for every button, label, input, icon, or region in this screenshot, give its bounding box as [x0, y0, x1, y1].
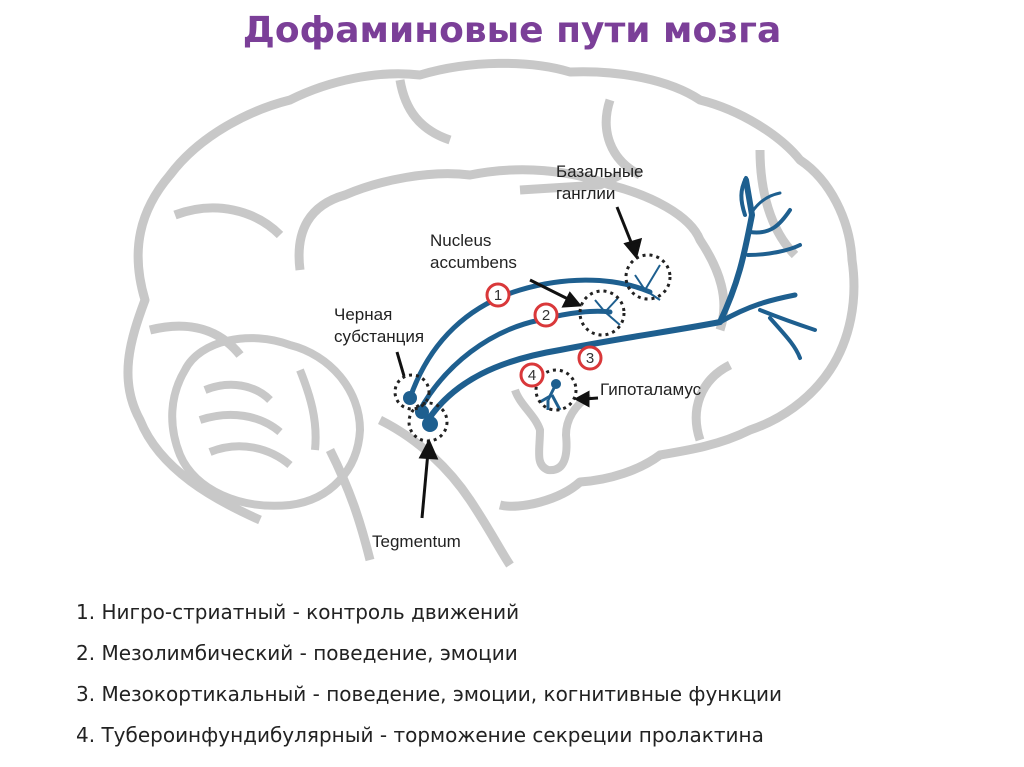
target-accumbens: [578, 289, 626, 337]
arrow-accumbens: [529, 278, 571, 302]
arrowhead-accumbens: [561, 291, 583, 308]
terminal-basal-ganglia: [634, 264, 661, 301]
marker-3: 3: [577, 345, 603, 371]
arrowhead-basal-ganglia: [623, 237, 643, 260]
pointer-arrows: [418, 206, 643, 519]
marker-ring: [519, 362, 545, 388]
brain-outline: [123, 58, 859, 568]
marker-ring: [577, 345, 603, 371]
arrow-basal-ganglia: [615, 206, 635, 248]
pathway-1-nigrostriatal: [407, 277, 653, 401]
label-tegmentum: Tegmentum: [372, 532, 461, 551]
neuron-body-1: [403, 391, 417, 405]
cerebellum-folia-4: [296, 368, 320, 451]
pathways: [407, 176, 817, 423]
marker-4: 4: [519, 362, 545, 388]
marker-number: 3: [586, 350, 594, 367]
legend-item: 1. Нигро-стриатный - контроль движений: [76, 600, 520, 624]
cortex-branch-a: [748, 208, 792, 235]
brainstem: [377, 415, 514, 568]
gyrus-fold-1: [173, 203, 284, 239]
cortex-inner-gyri: [294, 165, 729, 332]
marker-number: 2: [542, 307, 550, 324]
brainstem-back: [325, 447, 375, 562]
label-nucleus-accumbens-line1: Nucleus: [430, 231, 491, 250]
cerebellum-folia-3: [208, 442, 293, 469]
neuron-body-3: [422, 416, 438, 432]
neuron-bodies: [403, 379, 561, 432]
target-basal-ganglia: [624, 253, 672, 301]
legend-item: 3. Мезокортикальный - поведение, эмоции,…: [76, 682, 783, 706]
cortex-branch-d: [758, 308, 817, 332]
gyrus-fold-2: [148, 321, 244, 358]
marker-number: 4: [528, 367, 536, 384]
cerebellum-folia-1: [203, 380, 273, 403]
cortex-branch-f: [739, 176, 748, 217]
label-basal-ganglia-line1: Базальные: [556, 162, 644, 181]
label-basal-ganglia-line2: ганглии: [556, 184, 615, 203]
arrow-tegmentum: [420, 451, 430, 519]
marker-2: 2: [533, 302, 559, 328]
legend-item: 4. Тубероинфундибулярный - торможение се…: [76, 723, 764, 747]
arrow-substantia-nigra: [395, 351, 406, 377]
cortex-branch-c: [717, 292, 798, 325]
gyrus-fold-4: [601, 98, 643, 180]
gyrus-fold-3: [755, 149, 799, 259]
marker-ring: [533, 302, 559, 328]
cortex-branch-g: [750, 191, 782, 214]
label-substantia-nigra-line2: субстанция: [334, 327, 424, 346]
terminal-accumbens: [594, 297, 621, 326]
cortex-branch-main: [717, 177, 756, 325]
terminals: [594, 264, 661, 326]
page-title: Дофаминовые пути мозга: [242, 10, 782, 51]
arrowhead-tegmentum: [418, 438, 439, 460]
cortex-branch-b: [746, 243, 802, 257]
pathway-3-mesocortical: [425, 319, 723, 423]
corpus-callosum: [519, 170, 623, 195]
cerebellum-folia-2: [198, 410, 283, 436]
pathway-legend: 1. Нигро-стриатный - контроль движений 2…: [76, 592, 782, 756]
marker-number: 1: [494, 287, 502, 304]
label-hypothalamus: Гипоталамус: [600, 380, 702, 399]
arrowhead-hypothalamus: [573, 390, 590, 408]
legend-item: 2. Мезолимбический - поведение, эмоции: [76, 641, 518, 665]
marker-ring: [485, 282, 511, 308]
target-hypothalamus: [534, 368, 578, 412]
pituitary-outline: [511, 388, 593, 475]
pathway-2-mesolimbic: [417, 308, 613, 413]
brain-diagram: 1 2 3 4 Базальные ганглии Nucleus accumb…: [123, 58, 859, 568]
label-nucleus-accumbens-line2: accumbens: [430, 253, 517, 272]
target-substantia-nigra: [393, 373, 431, 411]
marker-1: 1: [485, 282, 511, 308]
gyrus-fold-5: [395, 79, 452, 145]
label-substantia-nigra-line1: Черная: [334, 305, 392, 324]
cerebellum-outline: [168, 334, 365, 510]
pathway-4-tuberoinfundibular: [539, 383, 562, 411]
gyrus-fold-6: [691, 360, 733, 442]
cerebellum: [168, 334, 365, 510]
cortex-outer-contour: [123, 58, 859, 525]
cortex-branch-e: [768, 316, 802, 360]
neuron-body-2: [415, 405, 429, 419]
